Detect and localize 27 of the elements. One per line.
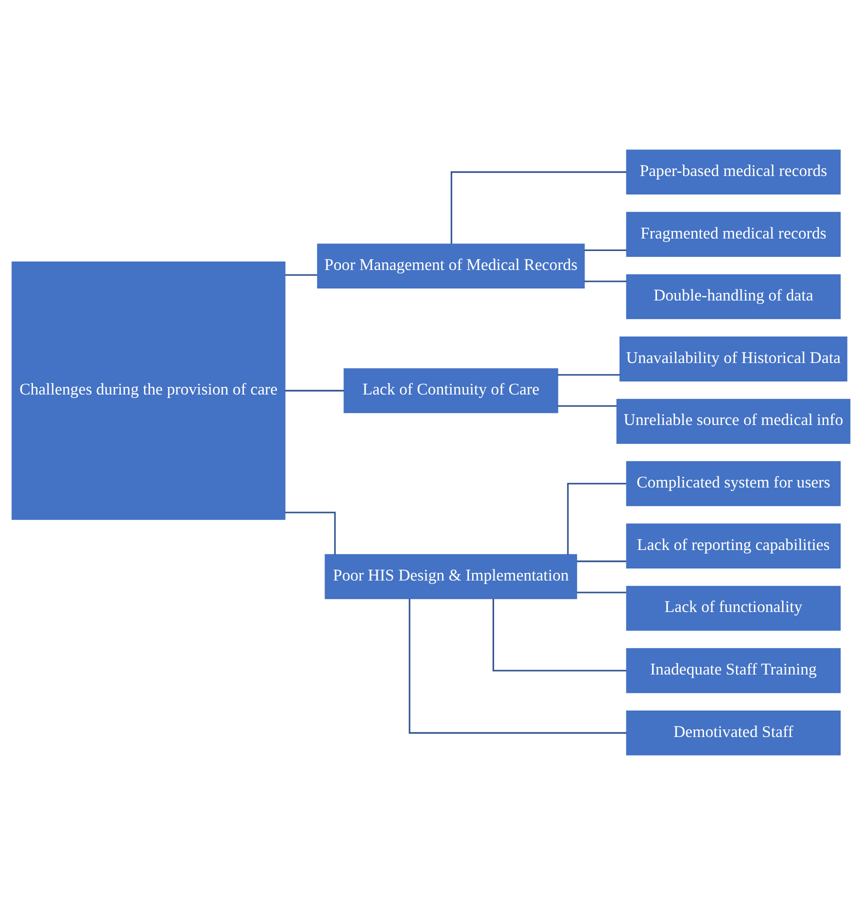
- node-box: Fragmented medical records: [626, 211, 841, 256]
- node-box: Challenges during the provision of care: [12, 260, 286, 520]
- connector: [492, 598, 626, 671]
- connector: [584, 280, 626, 282]
- connector: [285, 511, 336, 554]
- connector: [576, 560, 626, 562]
- node-box: Lack of Continuity of Care: [344, 368, 558, 413]
- connector: [558, 374, 620, 376]
- node-box: Poor Management of Medical Records: [317, 243, 585, 288]
- node-box: Inadequate Staff Training: [626, 648, 841, 693]
- node-box: Lack of functionality: [626, 585, 841, 630]
- node-box: Double-handling of data: [626, 274, 841, 319]
- node-box: Complicated system for users: [626, 460, 841, 506]
- connector: [408, 598, 626, 734]
- connector: [584, 248, 626, 250]
- connector: [285, 274, 318, 276]
- connector: [285, 389, 344, 391]
- connector: [567, 482, 626, 554]
- node-box: Demotivated Staff: [626, 710, 841, 755]
- node-box: Unavailability of Historical Data: [620, 336, 848, 381]
- connector: [450, 170, 626, 244]
- node-box: Paper-based medical records: [626, 149, 841, 194]
- node-box: Lack of reporting capabilities: [626, 523, 841, 568]
- connector: [558, 404, 617, 406]
- connector: [576, 591, 626, 593]
- node-box: Unreliable source of medical info: [616, 398, 850, 444]
- node-box: Poor HIS Design & Implementation: [324, 554, 578, 599]
